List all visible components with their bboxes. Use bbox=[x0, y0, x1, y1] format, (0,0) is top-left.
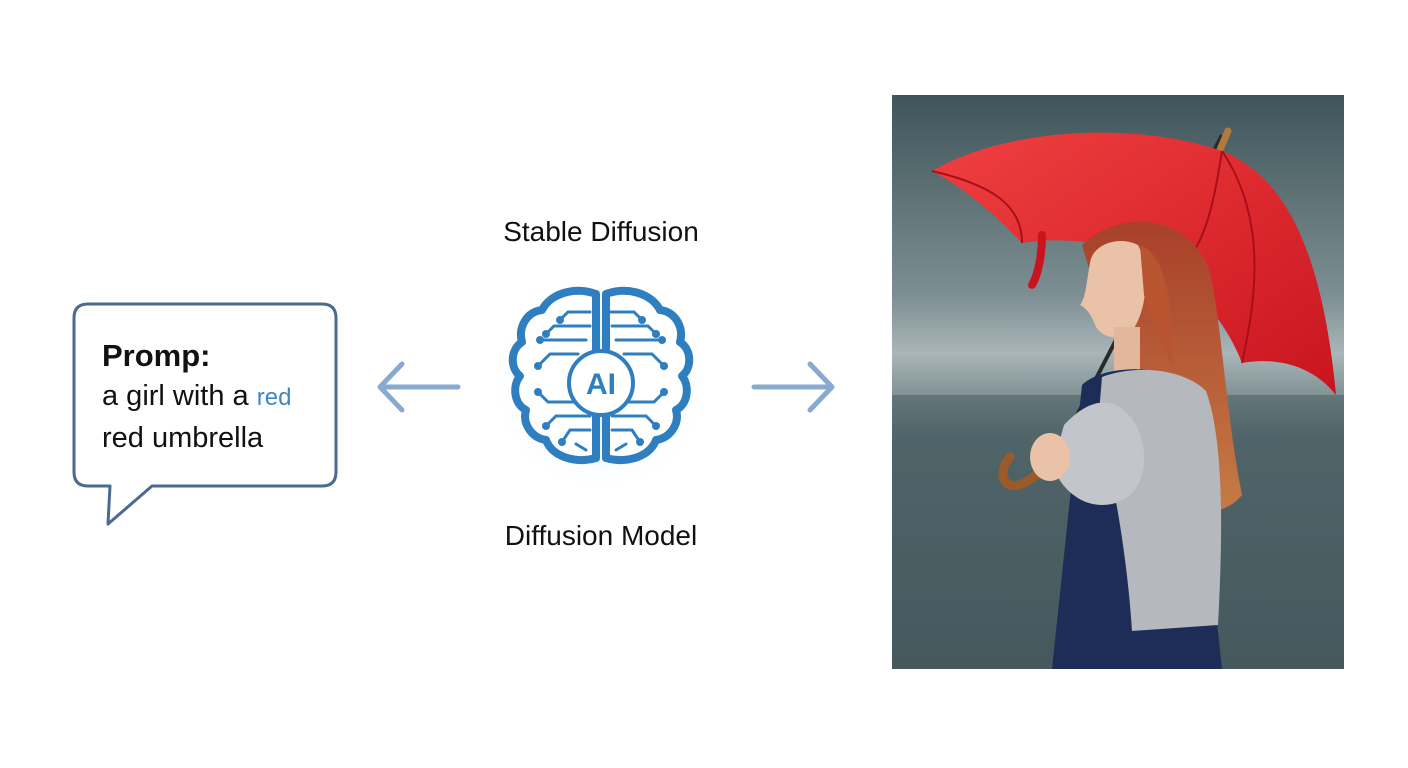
prompt-line-1-text: a girl with a bbox=[102, 380, 249, 412]
generated-image bbox=[892, 95, 1344, 669]
arrow-left-icon bbox=[377, 361, 461, 413]
girl-with-red-umbrella-image bbox=[892, 95, 1344, 669]
ai-badge-text: AI bbox=[586, 368, 616, 401]
arrow-right-icon bbox=[751, 361, 835, 413]
prompt-bubble: Promp: a girl with a red red umbrella bbox=[60, 292, 350, 532]
model-subtitle: Diffusion Model bbox=[504, 520, 698, 551]
prompt-title: Promp: bbox=[102, 338, 211, 373]
model-title: Stable Diffusion bbox=[503, 216, 699, 247]
speech-bubble-outline bbox=[72, 302, 338, 526]
prompt-highlight-word: red bbox=[256, 384, 292, 411]
prompt-line-2: red umbrella bbox=[102, 422, 264, 454]
prompt-line-1: a girl with a red bbox=[102, 376, 342, 418]
prompt-text: Promp: a girl with a red red umbrella bbox=[102, 336, 342, 458]
circuit-brain-icon: AI bbox=[491, 273, 711, 493]
